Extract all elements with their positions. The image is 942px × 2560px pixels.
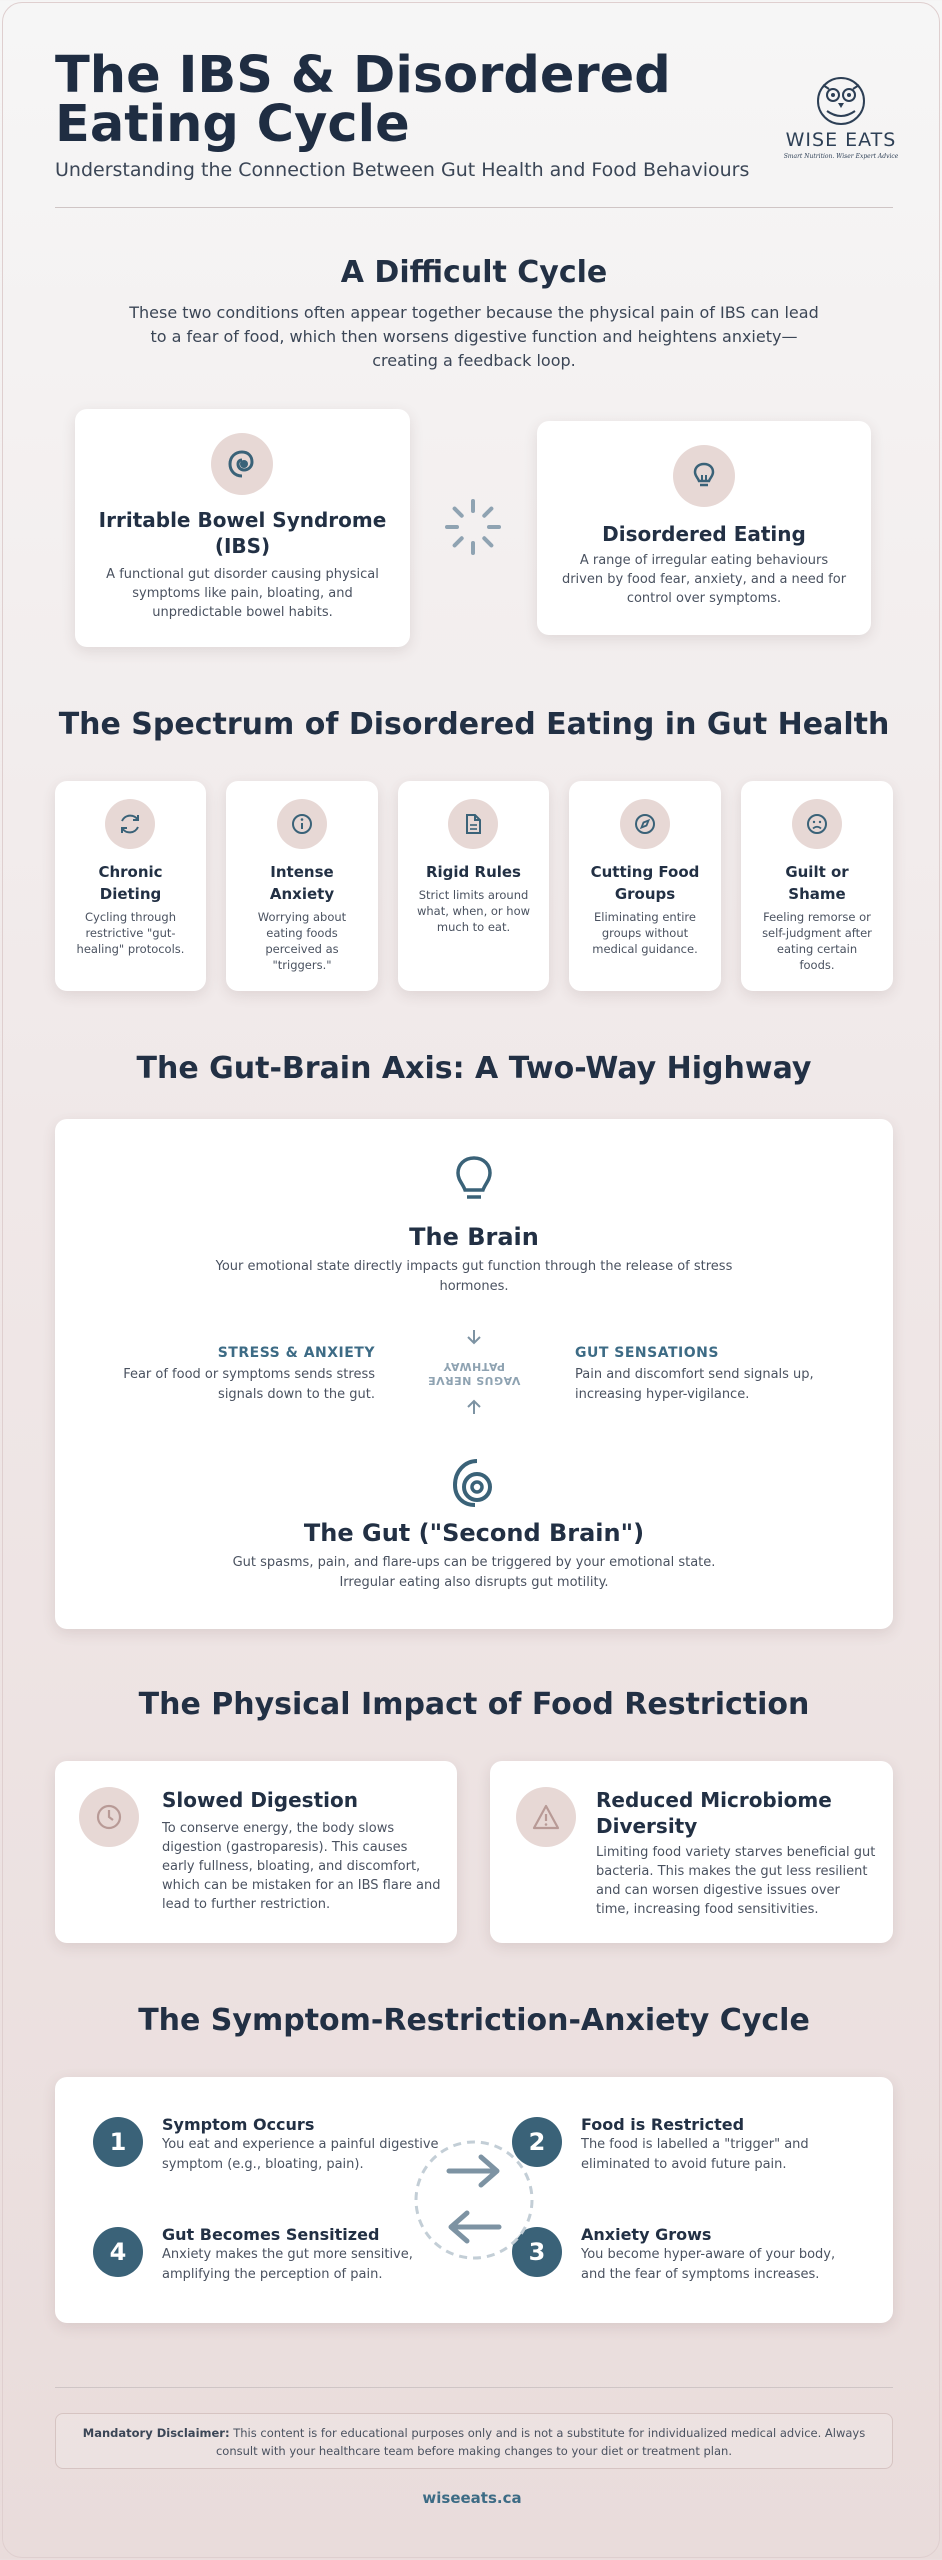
spectrum-icon-circle — [105, 799, 155, 849]
ibs-desc: A functional gut disorder causing physic… — [106, 567, 379, 620]
gut-brain-title: The Gut-Brain Axis: A Two-Way Highway — [136, 1051, 812, 1086]
impact-icon-circle — [79, 1787, 139, 1847]
logo-tagline: Smart Nutrition. Wiser Expert Advice — [783, 153, 899, 160]
spectrum-card-1: Chronic Dieting Cycling through restrict… — [55, 781, 206, 991]
step-desc: You become hyper-aware of your body, and… — [581, 2247, 836, 2282]
brain-bulb-icon — [456, 1156, 492, 1199]
gut-spiral-icon — [452, 1459, 492, 1507]
step-number: 3 — [512, 2227, 562, 2277]
step-desc: You eat and experience a painful digesti… — [162, 2137, 439, 2172]
gut-sensations-desc: Pain and discomfort send signals up, inc… — [575, 1367, 814, 1402]
spiral-icon — [228, 450, 254, 478]
spectrum-card-5: Guilt or Shame Feeling remorse or self-j… — [741, 781, 893, 991]
brain-desc: Your emotional state directly impacts gu… — [215, 1259, 733, 1294]
brain-title: The Brain — [409, 1223, 539, 1251]
step-title: Gut Becomes Sensitized — [162, 2225, 380, 2244]
spectrum-item-desc: Feeling remorse or self-judgment after e… — [762, 910, 872, 972]
slowed-digestion-desc: To conserve energy, the body slows diges… — [162, 1821, 441, 1912]
spectrum-card-2: Intense Anxiety Worrying about eating fo… — [226, 781, 378, 991]
spectrum-item-title: Chronic Dieting — [98, 863, 163, 903]
impact-icon-circle — [516, 1787, 576, 1847]
spectrum-icon-circle — [620, 799, 670, 849]
refresh-icon — [121, 814, 139, 834]
disclaimer-text: This content is for educational purposes… — [215, 2426, 866, 2458]
arrow-up-icon — [467, 1399, 481, 1414]
gut-desc: Gut spasms, pain, and flare-ups can be t… — [232, 1555, 716, 1590]
vagus-nerve-label: VAGUS NERVE PATHWAY — [427, 1360, 521, 1387]
footer-divider — [55, 2387, 893, 2388]
spectrum-card-4: Cutting Food Groups Eliminating entire g… — [569, 781, 721, 991]
logo: WISE EATS Smart Nutrition. Wiser Expert … — [783, 75, 899, 165]
page-title: The IBS & Disordered Eating Cycle — [55, 46, 671, 154]
gut-title: The Gut ("Second Brain") — [303, 1519, 645, 1547]
step-title: Symptom Occurs — [162, 2115, 315, 2134]
stress-anxiety-label: STRESS & ANXIETY — [217, 1345, 375, 1361]
microbiome-title: Reduced Microbiome Diversity — [596, 1788, 832, 1838]
disordered-desc: A range of irregular eating behaviours d… — [561, 553, 847, 606]
disclaimer-label: Mandatory Disclaimer: — [82, 2426, 230, 2440]
ibs-card: Irritable Bowel Syndrome (IBS) A functio… — [75, 409, 410, 647]
step-title: Anxiety Grows — [581, 2225, 712, 2244]
step-number: 4 — [93, 2227, 143, 2277]
spectrum-item-title: Intense Anxiety — [269, 863, 335, 903]
page-subtitle: Understanding the Connection Between Gut… — [55, 159, 750, 181]
logo-text: WISE EATS — [785, 129, 897, 151]
microbiome-card: Reduced Microbiome Diversity Limiting fo… — [490, 1761, 893, 1943]
owl-logo-icon — [817, 77, 865, 125]
header-divider — [55, 207, 893, 208]
ibs-icon-circle — [211, 433, 273, 495]
loading-spinner-icon — [445, 499, 501, 555]
cycle-arrows-icon — [414, 2140, 534, 2260]
website-link[interactable]: wiseeats.ca — [422, 2489, 522, 2507]
step-desc: Anxiety makes the gut more sensitive, am… — [162, 2247, 413, 2282]
cycle-title: The Symptom-Restriction-Anxiety Cycle — [138, 2003, 810, 2038]
clock-icon — [96, 1804, 122, 1830]
ibs-title: Irritable Bowel Syndrome (IBS) — [98, 508, 387, 558]
step-title: Food is Restricted — [581, 2115, 745, 2134]
impact-title: The Physical Impact of Food Restriction — [138, 1687, 810, 1722]
step-number: 2 — [512, 2117, 562, 2167]
spectrum-item-title: Rigid Rules — [425, 863, 521, 881]
warning-icon — [532, 1804, 560, 1830]
disordered-eating-card: Disordered Eating A range of irregular e… — [537, 421, 871, 635]
difficult-cycle-title: A Difficult Cycle — [340, 255, 608, 290]
microbiome-desc: Limiting food variety starves beneficial… — [596, 1845, 876, 1917]
gut-sensations-label: GUT SENSATIONS — [575, 1345, 719, 1361]
step-number: 1 — [93, 2117, 143, 2167]
disordered-title: Disordered Eating — [602, 522, 806, 546]
step-desc: The food is labelled a "trigger" and eli… — [581, 2137, 809, 2172]
disclaimer-box: Mandatory Disclaimer: This content is fo… — [55, 2413, 893, 2469]
spectrum-icon-circle — [277, 799, 327, 849]
lightbulb-icon — [693, 462, 715, 487]
compass-icon — [635, 814, 655, 834]
spectrum-item-title: Guilt or Shame — [785, 863, 849, 903]
arrow-down-icon — [467, 1330, 481, 1345]
disordered-icon-circle — [673, 445, 735, 507]
spectrum-item-desc: Worrying about eating foods perceived as… — [257, 910, 347, 972]
spectrum-card-3: Rigid Rules Strict limits around what, w… — [398, 781, 549, 991]
sad-face-icon — [807, 814, 827, 834]
spectrum-item-title: Cutting Food Groups — [590, 863, 700, 903]
document-icon — [466, 814, 481, 834]
cycle-card: 1 Symptom Occurs You eat and experience … — [55, 2077, 893, 2323]
difficult-cycle-intro: These two conditions often appear togeth… — [129, 303, 819, 370]
gut-brain-card: The Brain Your emotional state directly … — [55, 1119, 893, 1629]
spectrum-title: The Spectrum of Disordered Eating in Gut… — [58, 707, 890, 742]
stress-anxiety-desc: Fear of food or symptoms sends stress si… — [123, 1367, 375, 1402]
spectrum-item-desc: Strict limits around what, when, or how … — [416, 888, 531, 934]
spectrum-icon-circle — [448, 799, 498, 849]
slowed-digestion-card: Slowed Digestion To conserve energy, the… — [55, 1761, 457, 1943]
spectrum-item-desc: Cycling through restrictive "gut-healing… — [76, 910, 185, 956]
spectrum-icon-circle — [792, 799, 842, 849]
spectrum-item-desc: Eliminating entire groups without medica… — [592, 910, 698, 956]
slowed-digestion-title: Slowed Digestion — [162, 1788, 358, 1812]
info-icon — [292, 814, 312, 834]
